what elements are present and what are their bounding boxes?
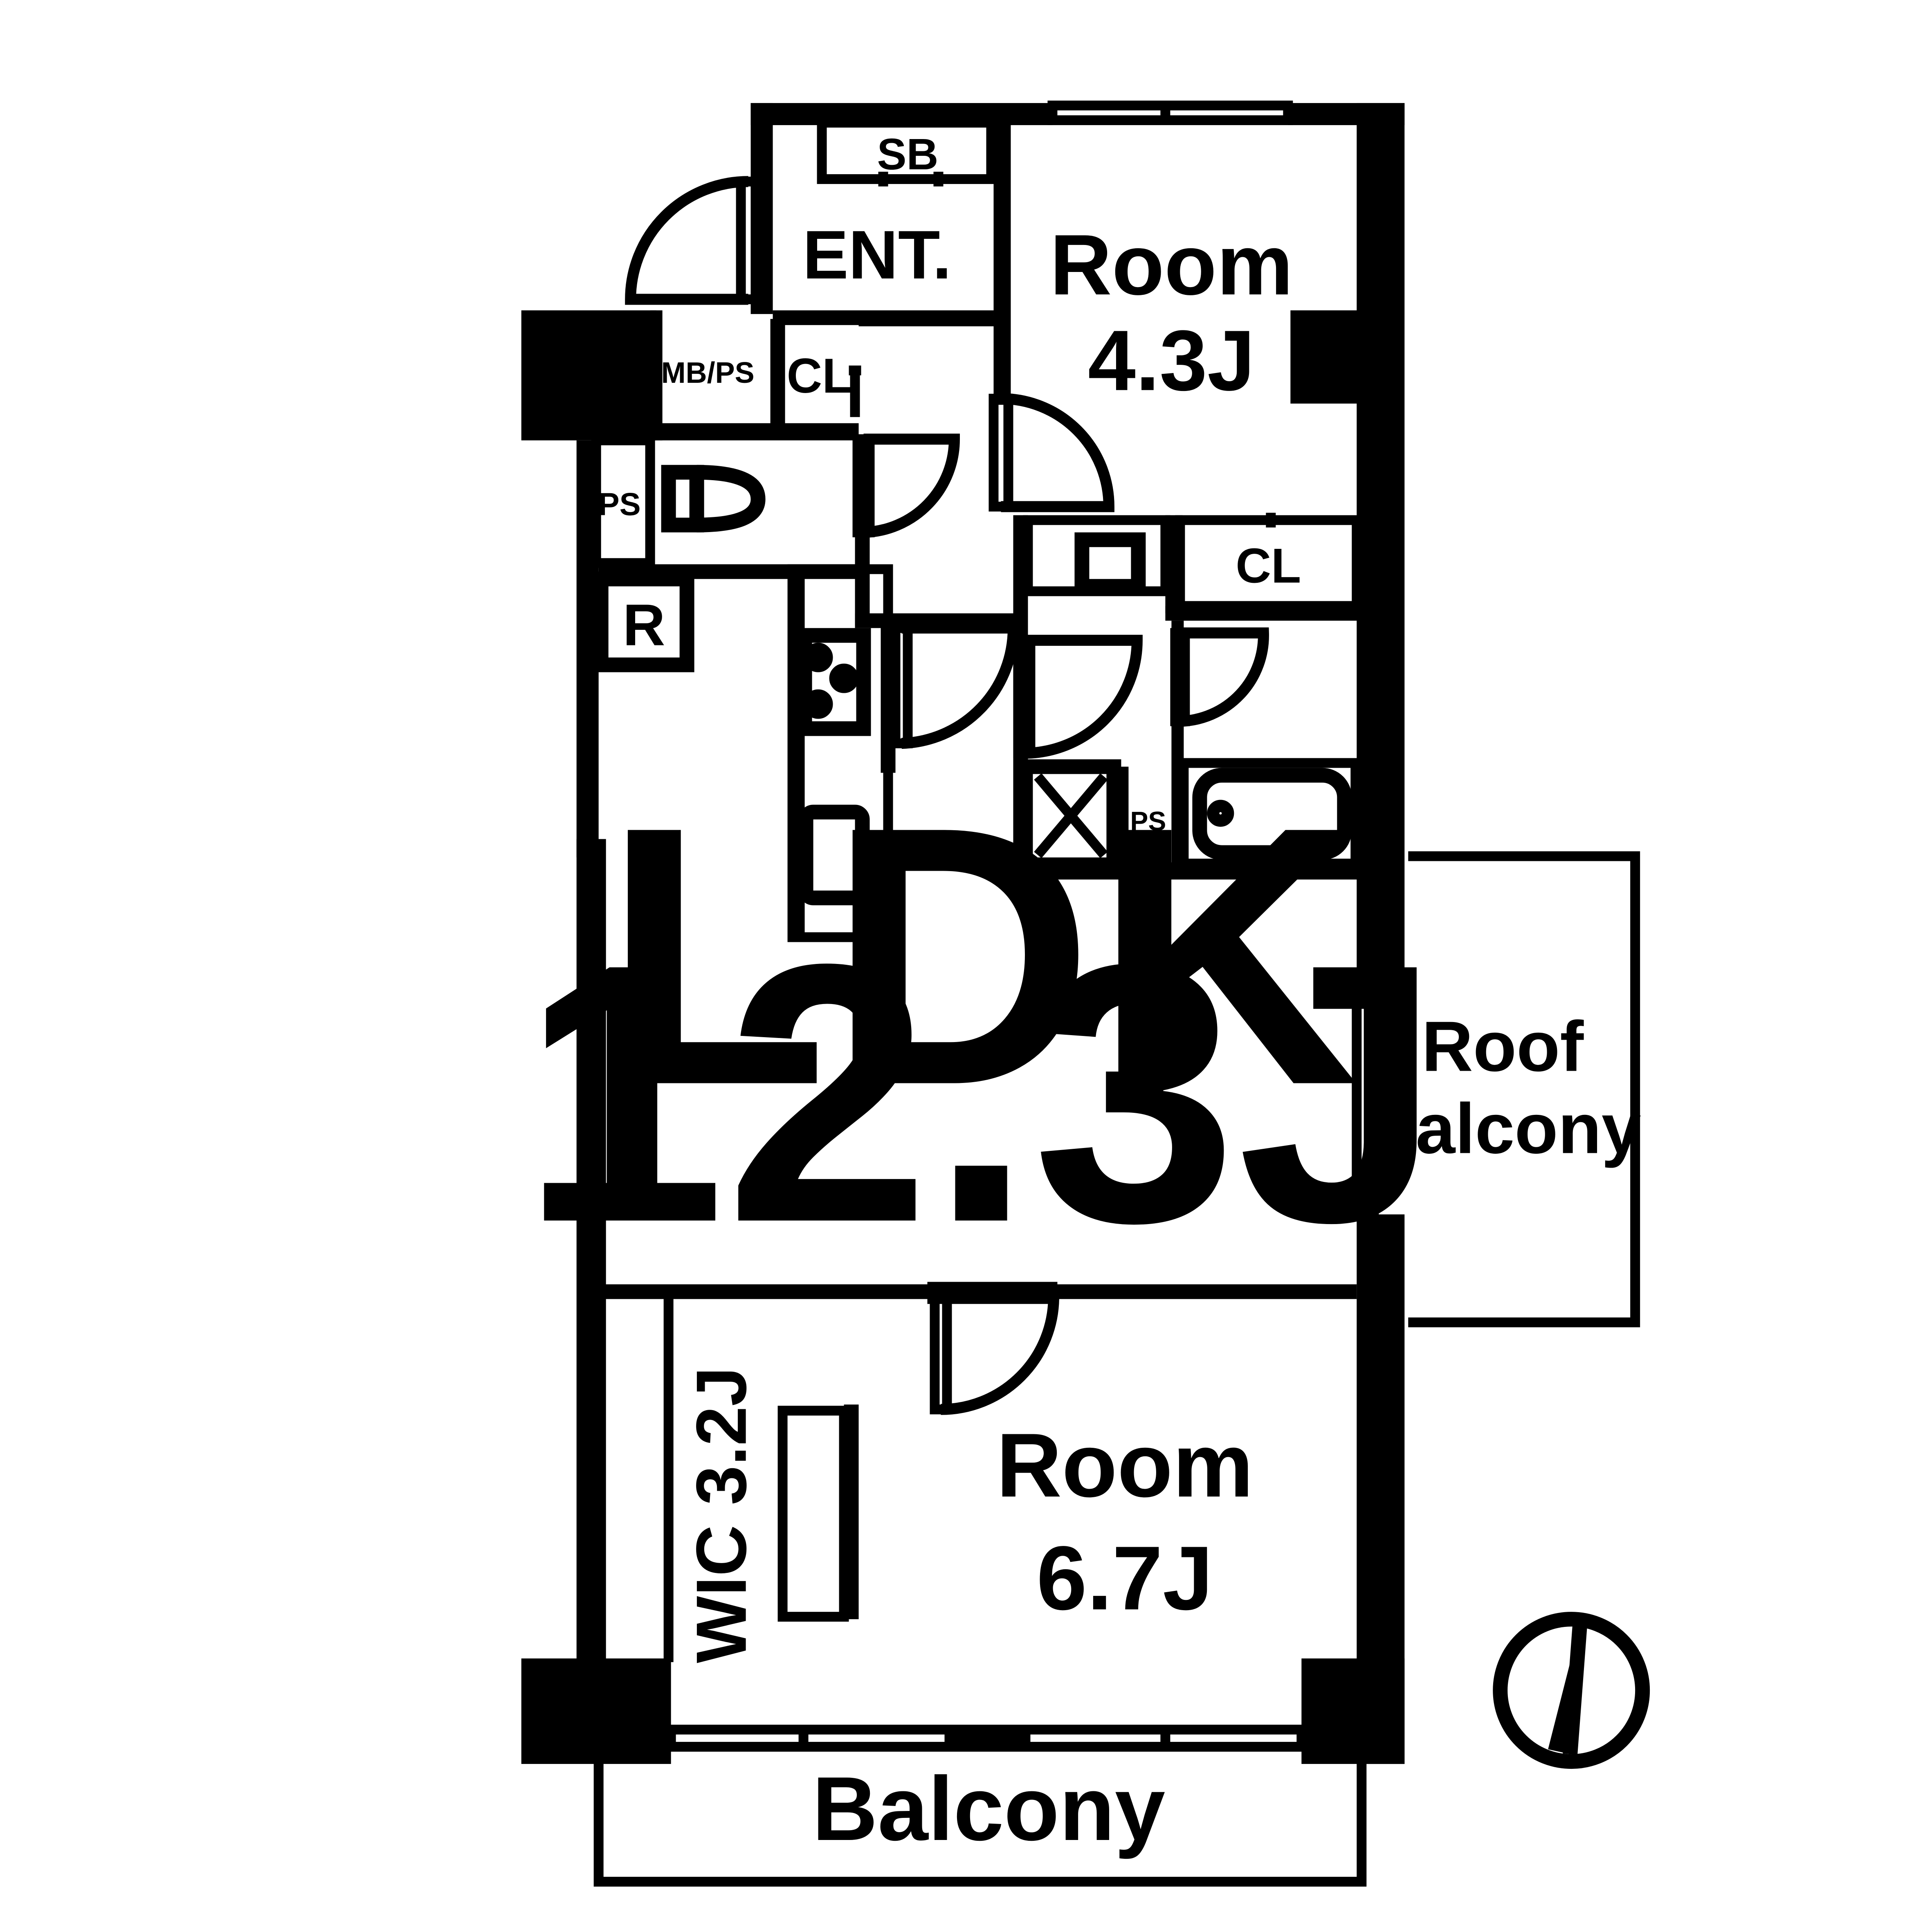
washbasin [1023,515,1170,596]
roof-balcony-label-2: Balcony [1364,1089,1641,1168]
closet-entry-label: CL [787,348,852,403]
north-window [1047,100,1293,125]
room-north-name: Room [1050,217,1293,313]
roof-balcony-label-1: Roof [1422,1006,1584,1086]
entrance-label: ENT. [803,216,952,293]
closet-entry-door[interactable] [849,365,861,417]
room-north-size: 4.3J [1088,313,1255,409]
pipe-space-bath-label: PS [1130,806,1166,836]
ldk-name: LDK [603,750,1359,1161]
roof-balcony-outline [1408,851,1640,1328]
exterior-walls [521,103,1405,1764]
east-window [1352,969,1379,1220]
balcony-label: Balcony [812,1758,1165,1860]
shoe-box [817,117,996,184]
south-window [666,1725,1307,1752]
toilet-door[interactable] [852,434,960,538]
wic-label: WIC 3.2J [682,1367,761,1663]
wic-shelf [777,1404,859,1622]
corridor-door[interactable] [890,622,1019,749]
toilet [591,435,766,568]
balcony-outline [593,1757,1367,1887]
bathtub [1179,758,1361,869]
room-south-size: 6.7J [1036,1528,1213,1629]
closet-north-label: CL [1236,539,1301,593]
washing-machine-pan [1018,759,1121,872]
refrigerator [593,571,694,672]
room-south-door[interactable] [930,1291,1059,1415]
ldk-size: 12.3J [521,887,1442,1298]
bathroom-door[interactable] [1170,627,1269,727]
north-arrow-icon [1493,1612,1650,1769]
shoe-box-doors[interactable] [878,171,944,186]
meter-box-label: MB/PS [661,357,755,389]
washroom-door[interactable] [1013,635,1143,759]
kitchen-counter [787,564,893,942]
room-north-door[interactable] [988,393,1114,512]
shoe-box-label: SB [877,129,939,179]
refrigerator-label: R [623,592,665,658]
room-south-name: Room [996,1415,1254,1516]
front-door[interactable] [625,176,761,305]
pipe-space-toilet-label: PS [598,486,641,522]
